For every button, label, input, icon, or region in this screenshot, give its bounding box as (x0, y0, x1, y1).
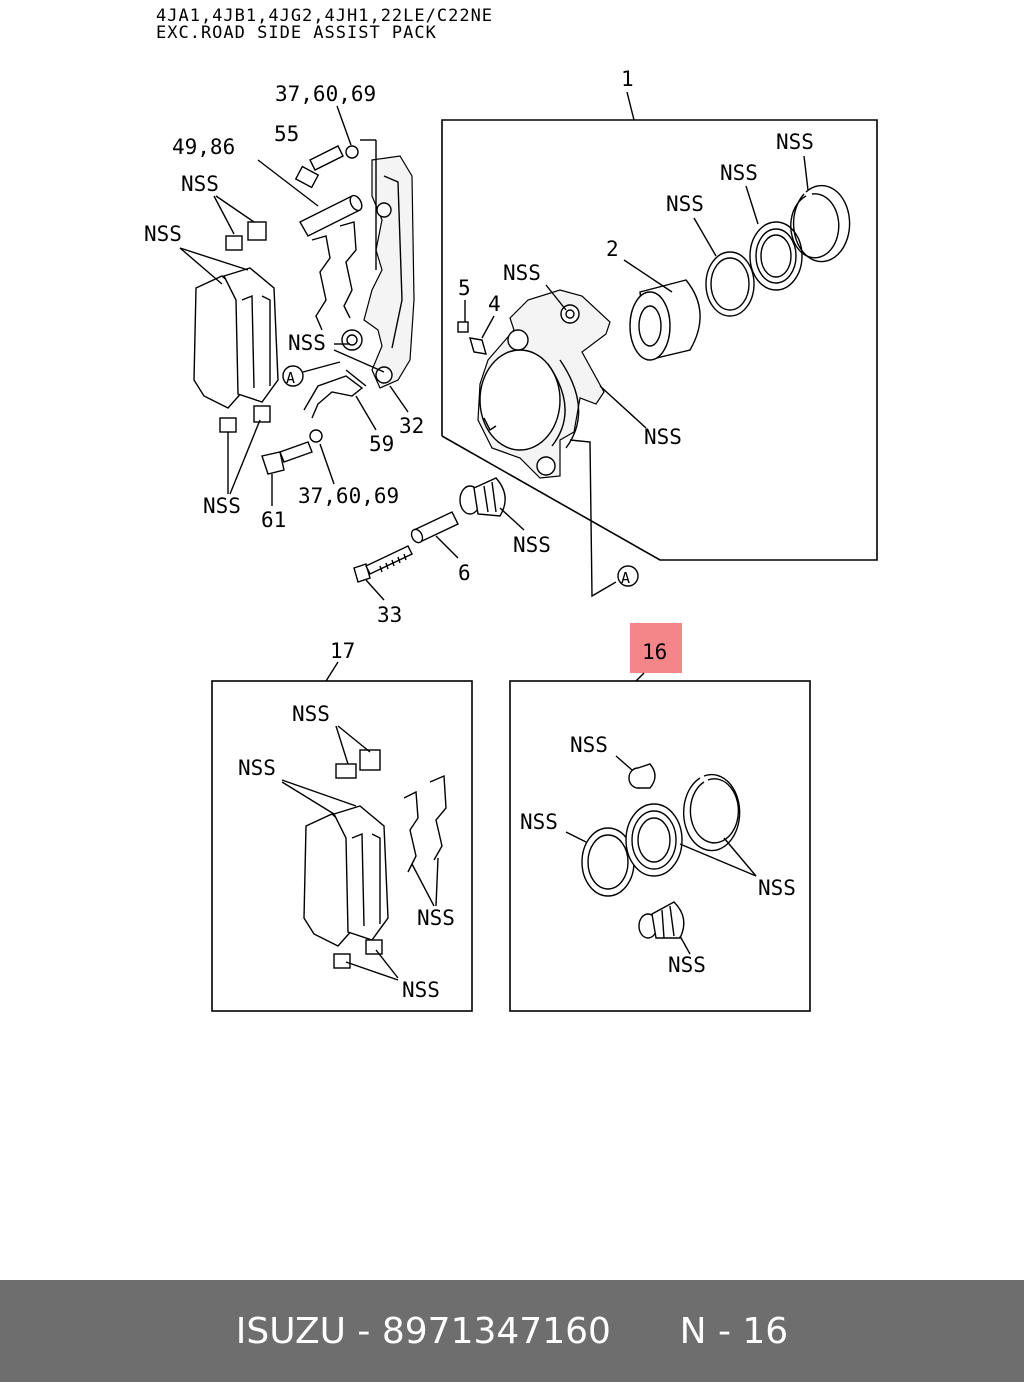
nss-label-lower-shims: NSS (203, 494, 241, 518)
kit-dust-boot (625, 803, 683, 877)
brake-pad-set-kit (303, 749, 447, 969)
footer-page: N - 16 (679, 1310, 789, 1352)
pad-shim-clips (311, 221, 357, 331)
callout-49-86: 49,86 (172, 135, 235, 159)
caliper-piston (629, 279, 701, 361)
callout-59: 59 (369, 432, 394, 456)
guide-sleeve (299, 194, 363, 237)
bolt-61 (261, 441, 313, 475)
reference-a-circle-left (282, 365, 304, 387)
kit-bushing (628, 763, 656, 789)
bolt-55 (294, 145, 344, 189)
piston-seal (705, 251, 755, 317)
callout-1: 1 (621, 67, 634, 91)
brake-pad-set-upper (193, 221, 279, 433)
caliper-bracket (341, 139, 415, 389)
guide-pin-boot (459, 477, 506, 517)
callout-37-60-69-top: 37,60,69 (275, 82, 376, 106)
footer-bar: ISUZU - 8971347160 N - 16 (0, 1280, 1024, 1382)
callout-32: 32 (399, 414, 424, 438)
nss-label-caliper-side: NSS (644, 425, 682, 449)
header-note: EXC.ROAD SIDE ASSIST PACK (156, 23, 437, 43)
nss-label-upper-shims: NSS (181, 172, 219, 196)
seal-kit-box-16 (509, 680, 811, 1012)
nss-label-kit-lower-shims: NSS (402, 978, 440, 1002)
callout-37-60-69-bottom: 37,60,69 (298, 484, 399, 508)
reference-a-right: A (621, 569, 630, 587)
callout-6: 6 (458, 561, 471, 585)
callout-4: 4 (488, 292, 501, 316)
nss-label-kit-pads: NSS (238, 756, 276, 780)
nss-label-kit-seal: NSS (520, 810, 558, 834)
nss-label-kit-bushing: NSS (570, 733, 608, 757)
nss-label-seal: NSS (666, 192, 704, 216)
kit-pin-boot (638, 901, 685, 939)
guide-pin-6 (410, 511, 459, 544)
callout-16: 16 (642, 640, 667, 664)
nss-label-pads: NSS (144, 222, 182, 246)
pad-kit-box-17 (211, 680, 473, 1012)
footer-gap (611, 1311, 680, 1352)
callout-55: 55 (274, 122, 299, 146)
callout-33: 33 (377, 603, 402, 627)
caliper-body (477, 289, 611, 479)
nss-label-kit-boot-ring: NSS (758, 876, 796, 900)
bleeder-screw (457, 321, 487, 355)
header-engine-codes: 4JA1,4JB1,4JG2,4JH1,22LE/C22NE (156, 6, 493, 26)
caliper-assembly-box (441, 91, 878, 561)
nss-label-kit-pin-boot: NSS (668, 953, 706, 977)
nss-label-ring: NSS (776, 130, 814, 154)
bolt-33 (353, 545, 413, 583)
nss-label-caliper-top: NSS (503, 261, 541, 285)
washer-top (345, 145, 359, 159)
kit-retaining-ring (682, 773, 741, 852)
retaining-ring (792, 184, 851, 263)
nss-label-boot: NSS (720, 161, 758, 185)
footer-separator: - (345, 1310, 382, 1352)
nss-label-bracket: NSS (288, 331, 326, 355)
callout-5: 5 (458, 276, 471, 300)
washer-bottom (309, 429, 323, 443)
dust-boot (749, 221, 803, 291)
pad-wear-spring-59 (303, 369, 367, 419)
callout-16-highlight (630, 623, 682, 673)
footer-brand: ISUZU (235, 1310, 346, 1352)
nss-label-kit-shims: NSS (292, 702, 330, 726)
exploded-parts-diagram: 4JA1,4JB1,4JG2,4JH1,22LE/C22NE EXC.ROAD … (144, 6, 878, 1012)
nss-label-kit-clips: NSS (417, 906, 455, 930)
callout-2: 2 (606, 237, 619, 261)
reference-a-circle-right (617, 565, 639, 587)
nss-label-pin-boot: NSS (513, 533, 551, 557)
footer-part-number: 8971347160 (381, 1310, 611, 1352)
callout-17: 17 (330, 639, 355, 663)
reference-a-left: A (286, 369, 295, 387)
callout-61: 61 (261, 508, 286, 532)
